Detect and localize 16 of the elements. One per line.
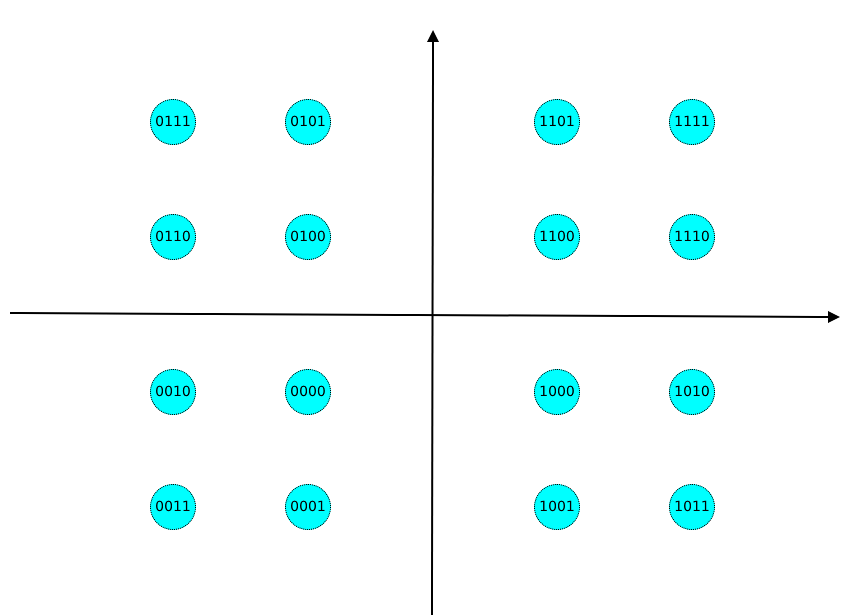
constellation-point: 0101 — [285, 99, 331, 145]
constellation-point: 0001 — [285, 484, 331, 530]
constellation-point: 0000 — [285, 369, 331, 415]
constellation-point: 0011 — [150, 484, 196, 530]
constellation-point: 0110 — [150, 214, 196, 260]
constellation-point: 1000 — [534, 369, 580, 415]
constellation-point: 1001 — [534, 484, 580, 530]
constellation-point: 0111 — [150, 99, 196, 145]
constellation-point: 0010 — [150, 369, 196, 415]
constellation-point: 1110 — [669, 214, 715, 260]
constellation-point: 1010 — [669, 369, 715, 415]
constellation-point: 1111 — [669, 99, 715, 145]
constellation-point: 1011 — [669, 484, 715, 530]
constellation-point: 1101 — [534, 99, 580, 145]
constellation-point: 0100 — [285, 214, 331, 260]
constellation-point: 1100 — [534, 214, 580, 260]
